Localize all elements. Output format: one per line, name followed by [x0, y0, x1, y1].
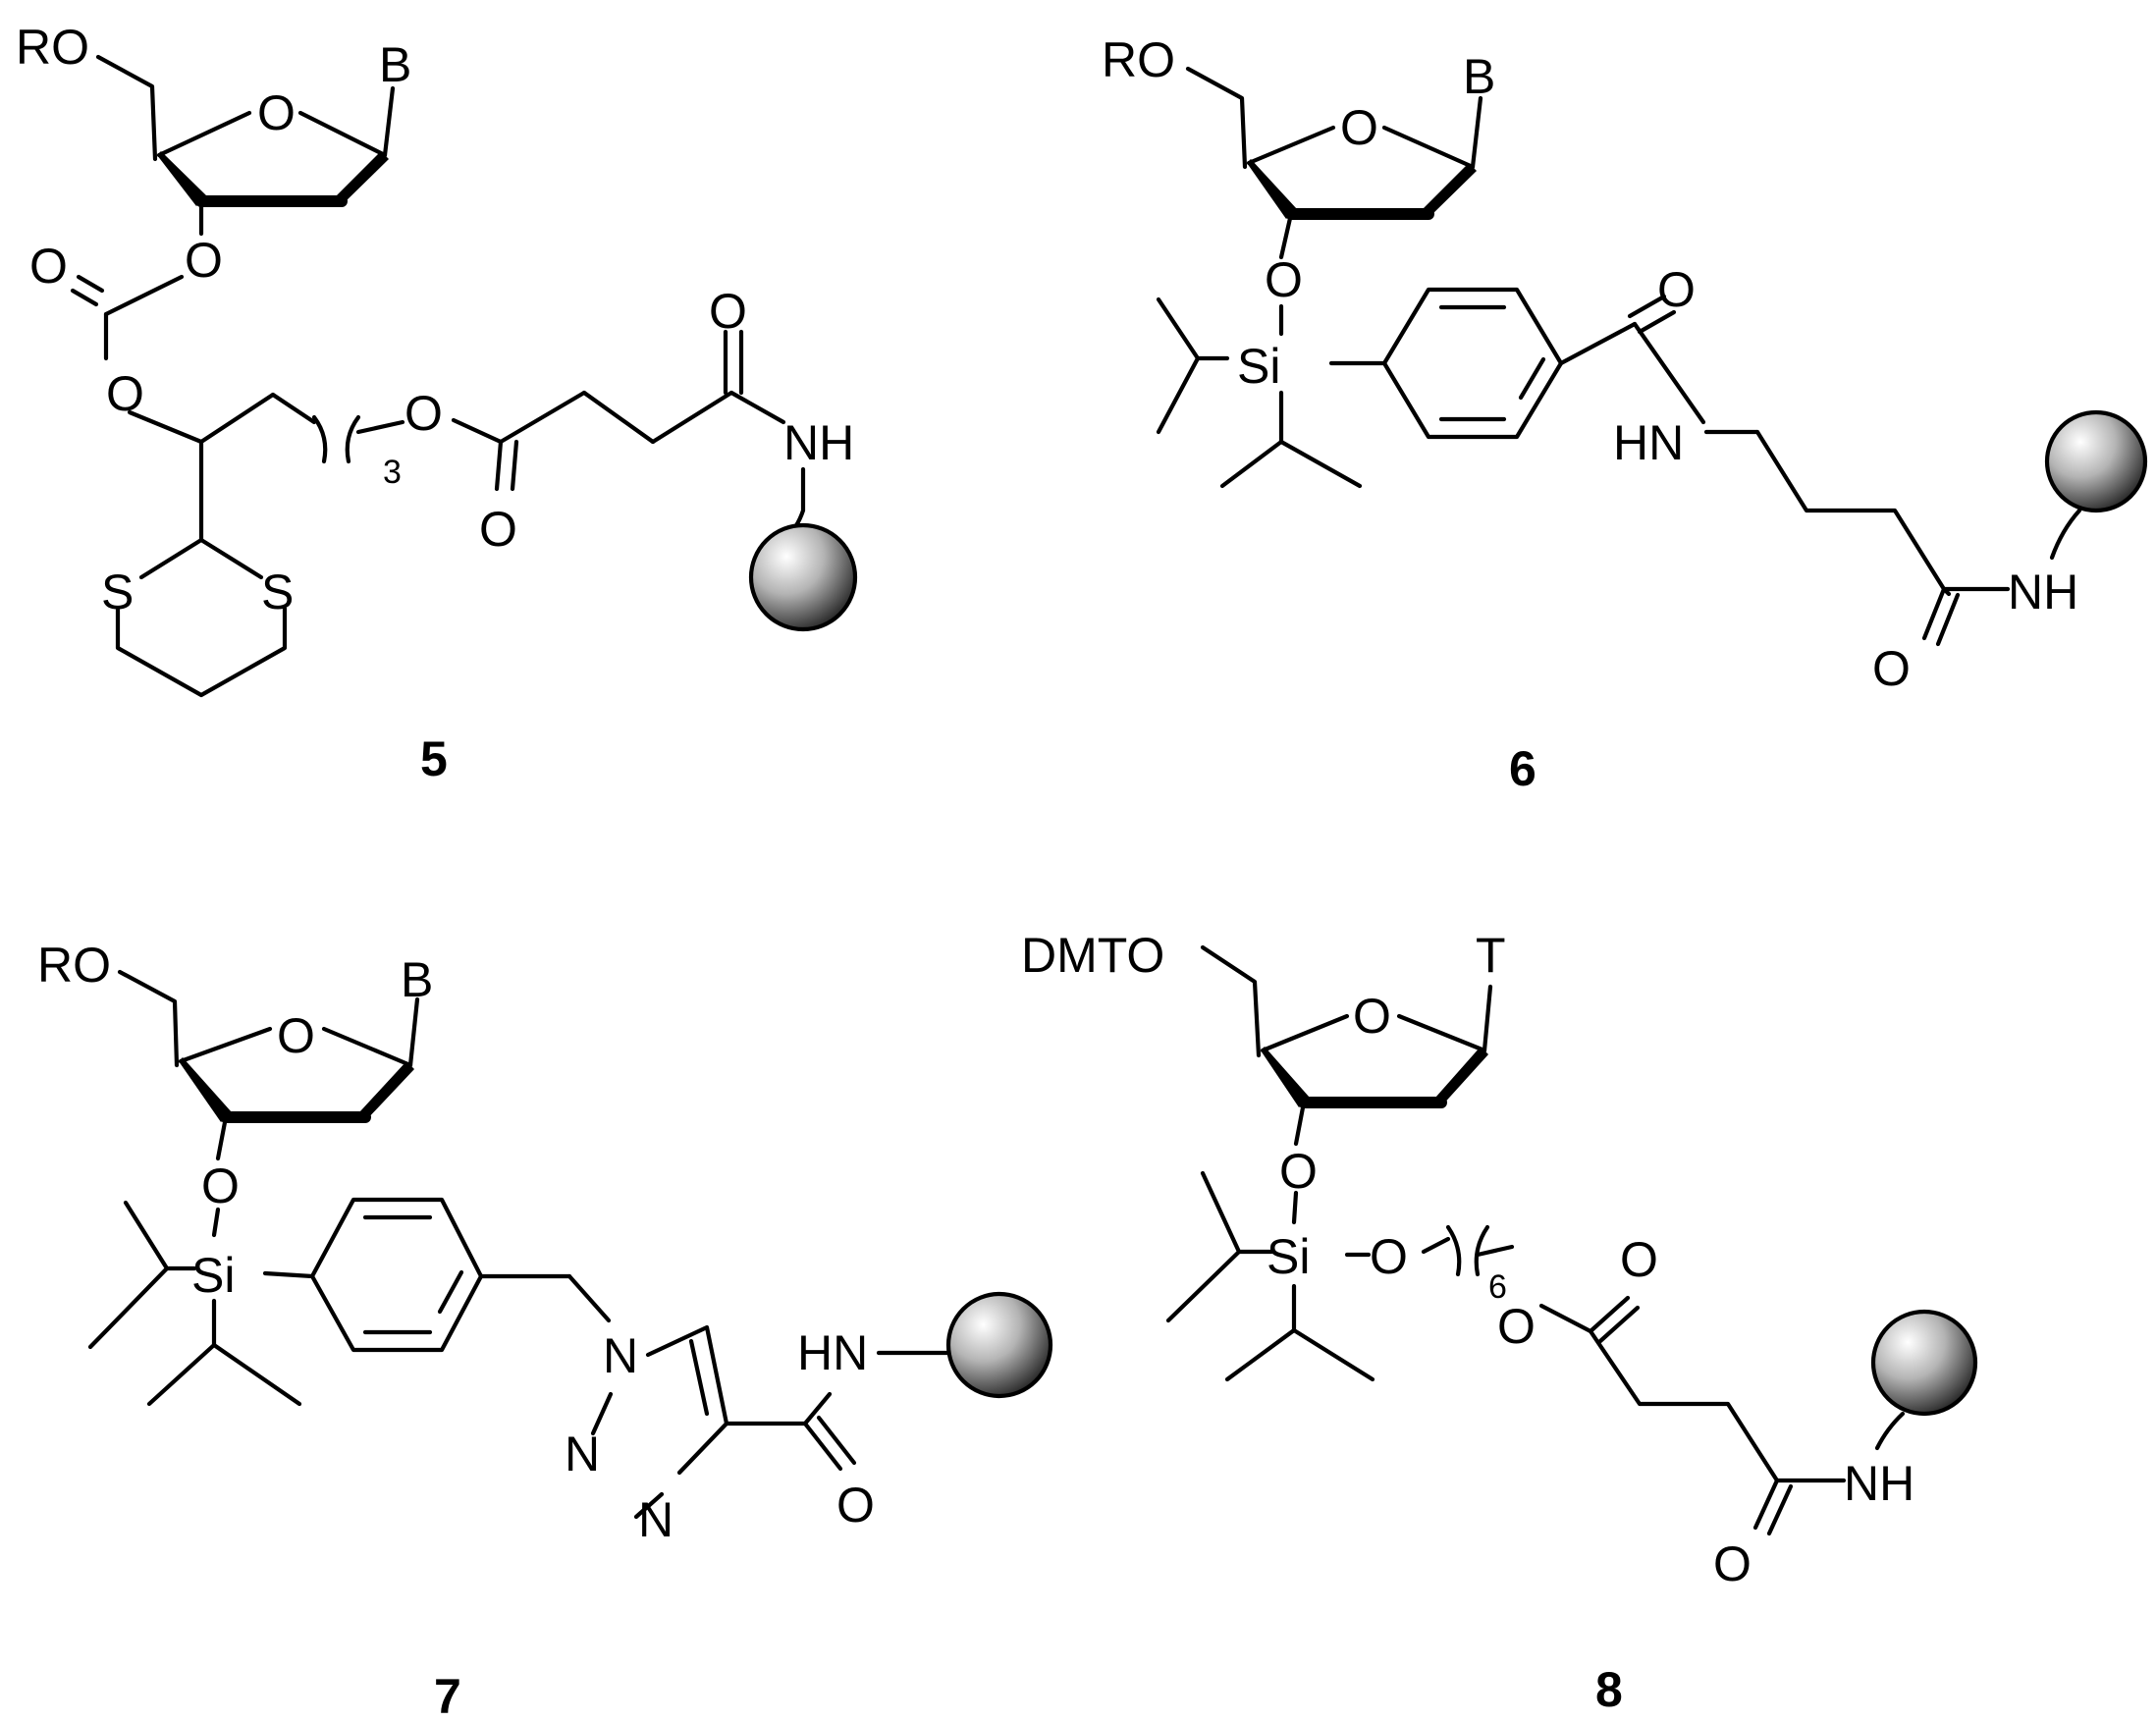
- amide-carbonyl-oxygen: O: [836, 1478, 875, 1533]
- solid-support-bead-icon: [945, 1291, 1053, 1399]
- ring-oxygen: O: [1353, 989, 1391, 1044]
- compound-8: DMTO O T O Si O 6 O O NH O 8: [1021, 928, 1978, 1717]
- carbonate-ester-oxygen: O: [106, 366, 144, 421]
- chain-ester-oxygen: O: [404, 386, 443, 441]
- compound-number: 5: [420, 731, 448, 786]
- nucleobase: B: [401, 952, 433, 1007]
- compound-7: RO O B O Si N N N HN O 7: [37, 938, 1053, 1722]
- dithiane-sulfur-left: S: [101, 565, 134, 619]
- thymine-base: T: [1476, 928, 1506, 983]
- silicon: Si: [1267, 1229, 1310, 1284]
- compound-7-atom-labels: RO O B O Si N N N HN O: [37, 938, 875, 1547]
- ring-oxygen: O: [257, 85, 296, 140]
- dmto-group: DMTO: [1021, 928, 1164, 983]
- compound-number: 7: [434, 1669, 461, 1722]
- compound-7-bonds: [87, 969, 950, 1520]
- dithiane-sulfur-right: S: [261, 565, 294, 619]
- ro-group: RO: [37, 938, 111, 993]
- nucleobase: B: [1463, 49, 1495, 104]
- compound-5: RO O B O O O S S 3 O O O NH 5: [16, 20, 858, 786]
- amide-nh: NH: [1844, 1456, 1914, 1511]
- ro-group: RO: [16, 20, 89, 75]
- oxygen-3prime: O: [1279, 1144, 1318, 1199]
- compound-6-bonds: [1156, 66, 2082, 647]
- repeat-count: 6: [1488, 1268, 1507, 1306]
- compound-6-atom-labels: RO O B O Si O HN O NH: [1102, 32, 2078, 696]
- ro-group: RO: [1102, 32, 1175, 87]
- solid-support-bead-icon: [1870, 1309, 1978, 1417]
- amide-carbonyl-oxygen: O: [709, 284, 747, 339]
- oxygen-3prime: O: [201, 1158, 240, 1213]
- nucleobase: B: [379, 37, 411, 92]
- amide-hn: HN: [797, 1325, 868, 1380]
- triazole-n3: N: [638, 1492, 674, 1547]
- carbonate-carbonyl-oxygen: O: [29, 239, 68, 294]
- ring-oxygen: O: [277, 1008, 315, 1063]
- amide-nh: NH: [2008, 565, 2078, 619]
- amide-carbonyl-oxygen-1: O: [1657, 262, 1696, 317]
- compound-6: RO O B O Si O HN O NH 6: [1102, 32, 2148, 796]
- amide-carbonyl-oxygen: O: [1713, 1536, 1752, 1591]
- silicon: Si: [191, 1248, 235, 1303]
- compound-5-bonds: [70, 54, 806, 698]
- triazole-n2: N: [565, 1426, 600, 1481]
- compound-8-atom-labels: DMTO O T O Si O 6 O O NH O: [1021, 928, 1914, 1591]
- succinyl-carbonyl-oxygen: O: [1620, 1232, 1658, 1287]
- triazole-n1: N: [603, 1328, 638, 1383]
- oxygen-3prime: O: [185, 233, 223, 288]
- compound-5-atom-labels: RO O B O O O S S 3 O O O NH: [16, 20, 854, 619]
- chain-ester-oxygen: O: [1497, 1299, 1536, 1354]
- repeat-count: 3: [383, 454, 402, 491]
- amide-nh: NH: [783, 415, 854, 470]
- ring-oxygen: O: [1340, 100, 1378, 155]
- amide-carbonyl-oxygen-2: O: [1872, 641, 1911, 696]
- silicon: Si: [1237, 339, 1280, 394]
- compound-number: 8: [1595, 1662, 1623, 1717]
- oxygen-3prime: O: [1265, 252, 1303, 307]
- silyl-ether-oxygen: O: [1370, 1229, 1408, 1284]
- compound-number: 6: [1509, 741, 1536, 796]
- solid-support-bead-icon: [748, 522, 858, 632]
- succinyl-carbonyl-oxygen: O: [479, 502, 517, 557]
- compound-8-bonds: [1165, 944, 1906, 1536]
- amide-hn: HN: [1613, 415, 1684, 470]
- solid-support-bead-icon: [2044, 409, 2148, 513]
